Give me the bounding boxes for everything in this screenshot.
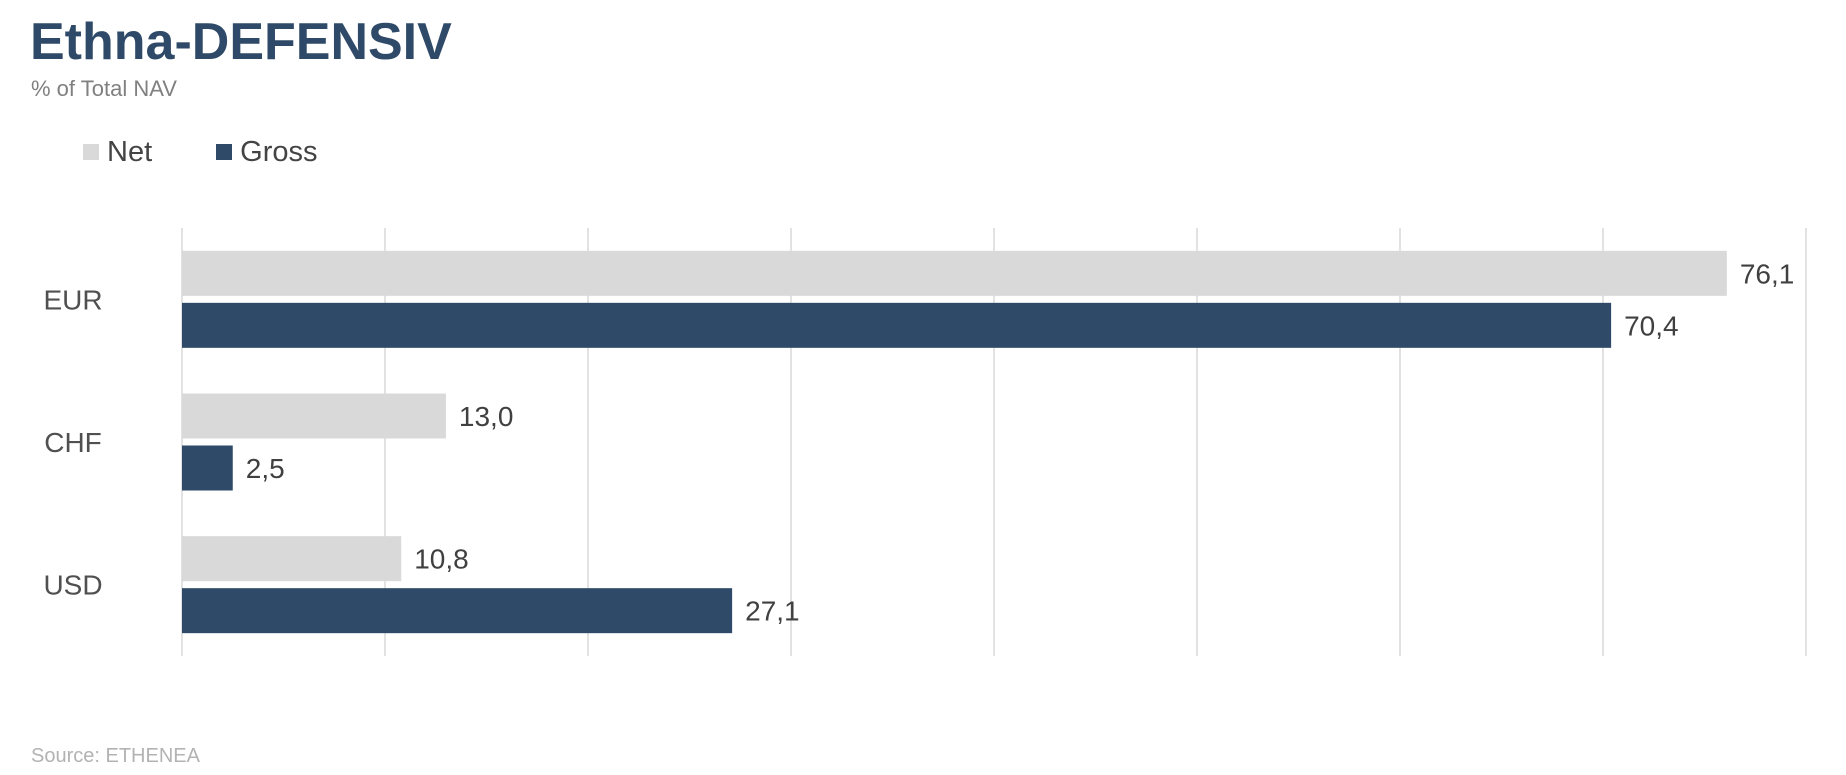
legend-item-gross: Gross	[216, 136, 317, 169]
bar-gross-chf	[182, 445, 233, 491]
category-label-chf: CHF	[44, 427, 102, 458]
legend-swatch-net	[83, 144, 99, 160]
bar-net-chf	[182, 393, 446, 439]
legend-label-net: Net	[107, 135, 153, 168]
legend-label-gross: Gross	[240, 135, 318, 168]
category-label-eur: EUR	[43, 284, 102, 315]
data-label-net-chf: 13,0	[459, 401, 514, 432]
data-label-net-eur: 76,1	[1740, 258, 1795, 289]
bar-gross-usd	[182, 588, 733, 634]
data-label-net-usd: 10,8	[414, 544, 469, 575]
data-label-gross-usd: 27,1	[745, 596, 800, 627]
bar-gross-eur	[182, 302, 1612, 348]
bar-net-usd	[182, 536, 402, 582]
legend: Net Gross	[83, 136, 381, 168]
chart-subtitle: % of Total NAV	[31, 76, 177, 101]
legend-item-net: Net	[83, 136, 152, 169]
data-label-gross-eur: 70,4	[1624, 310, 1679, 341]
legend-swatch-gross	[216, 144, 233, 160]
chart-title: Ethna-DEFENSIV	[30, 13, 452, 71]
source-note: Source: ETHENEA	[31, 745, 200, 767]
category-label-usd: USD	[43, 570, 102, 601]
bar-net-eur	[182, 250, 1727, 296]
data-label-gross-chf: 2,5	[246, 453, 285, 484]
